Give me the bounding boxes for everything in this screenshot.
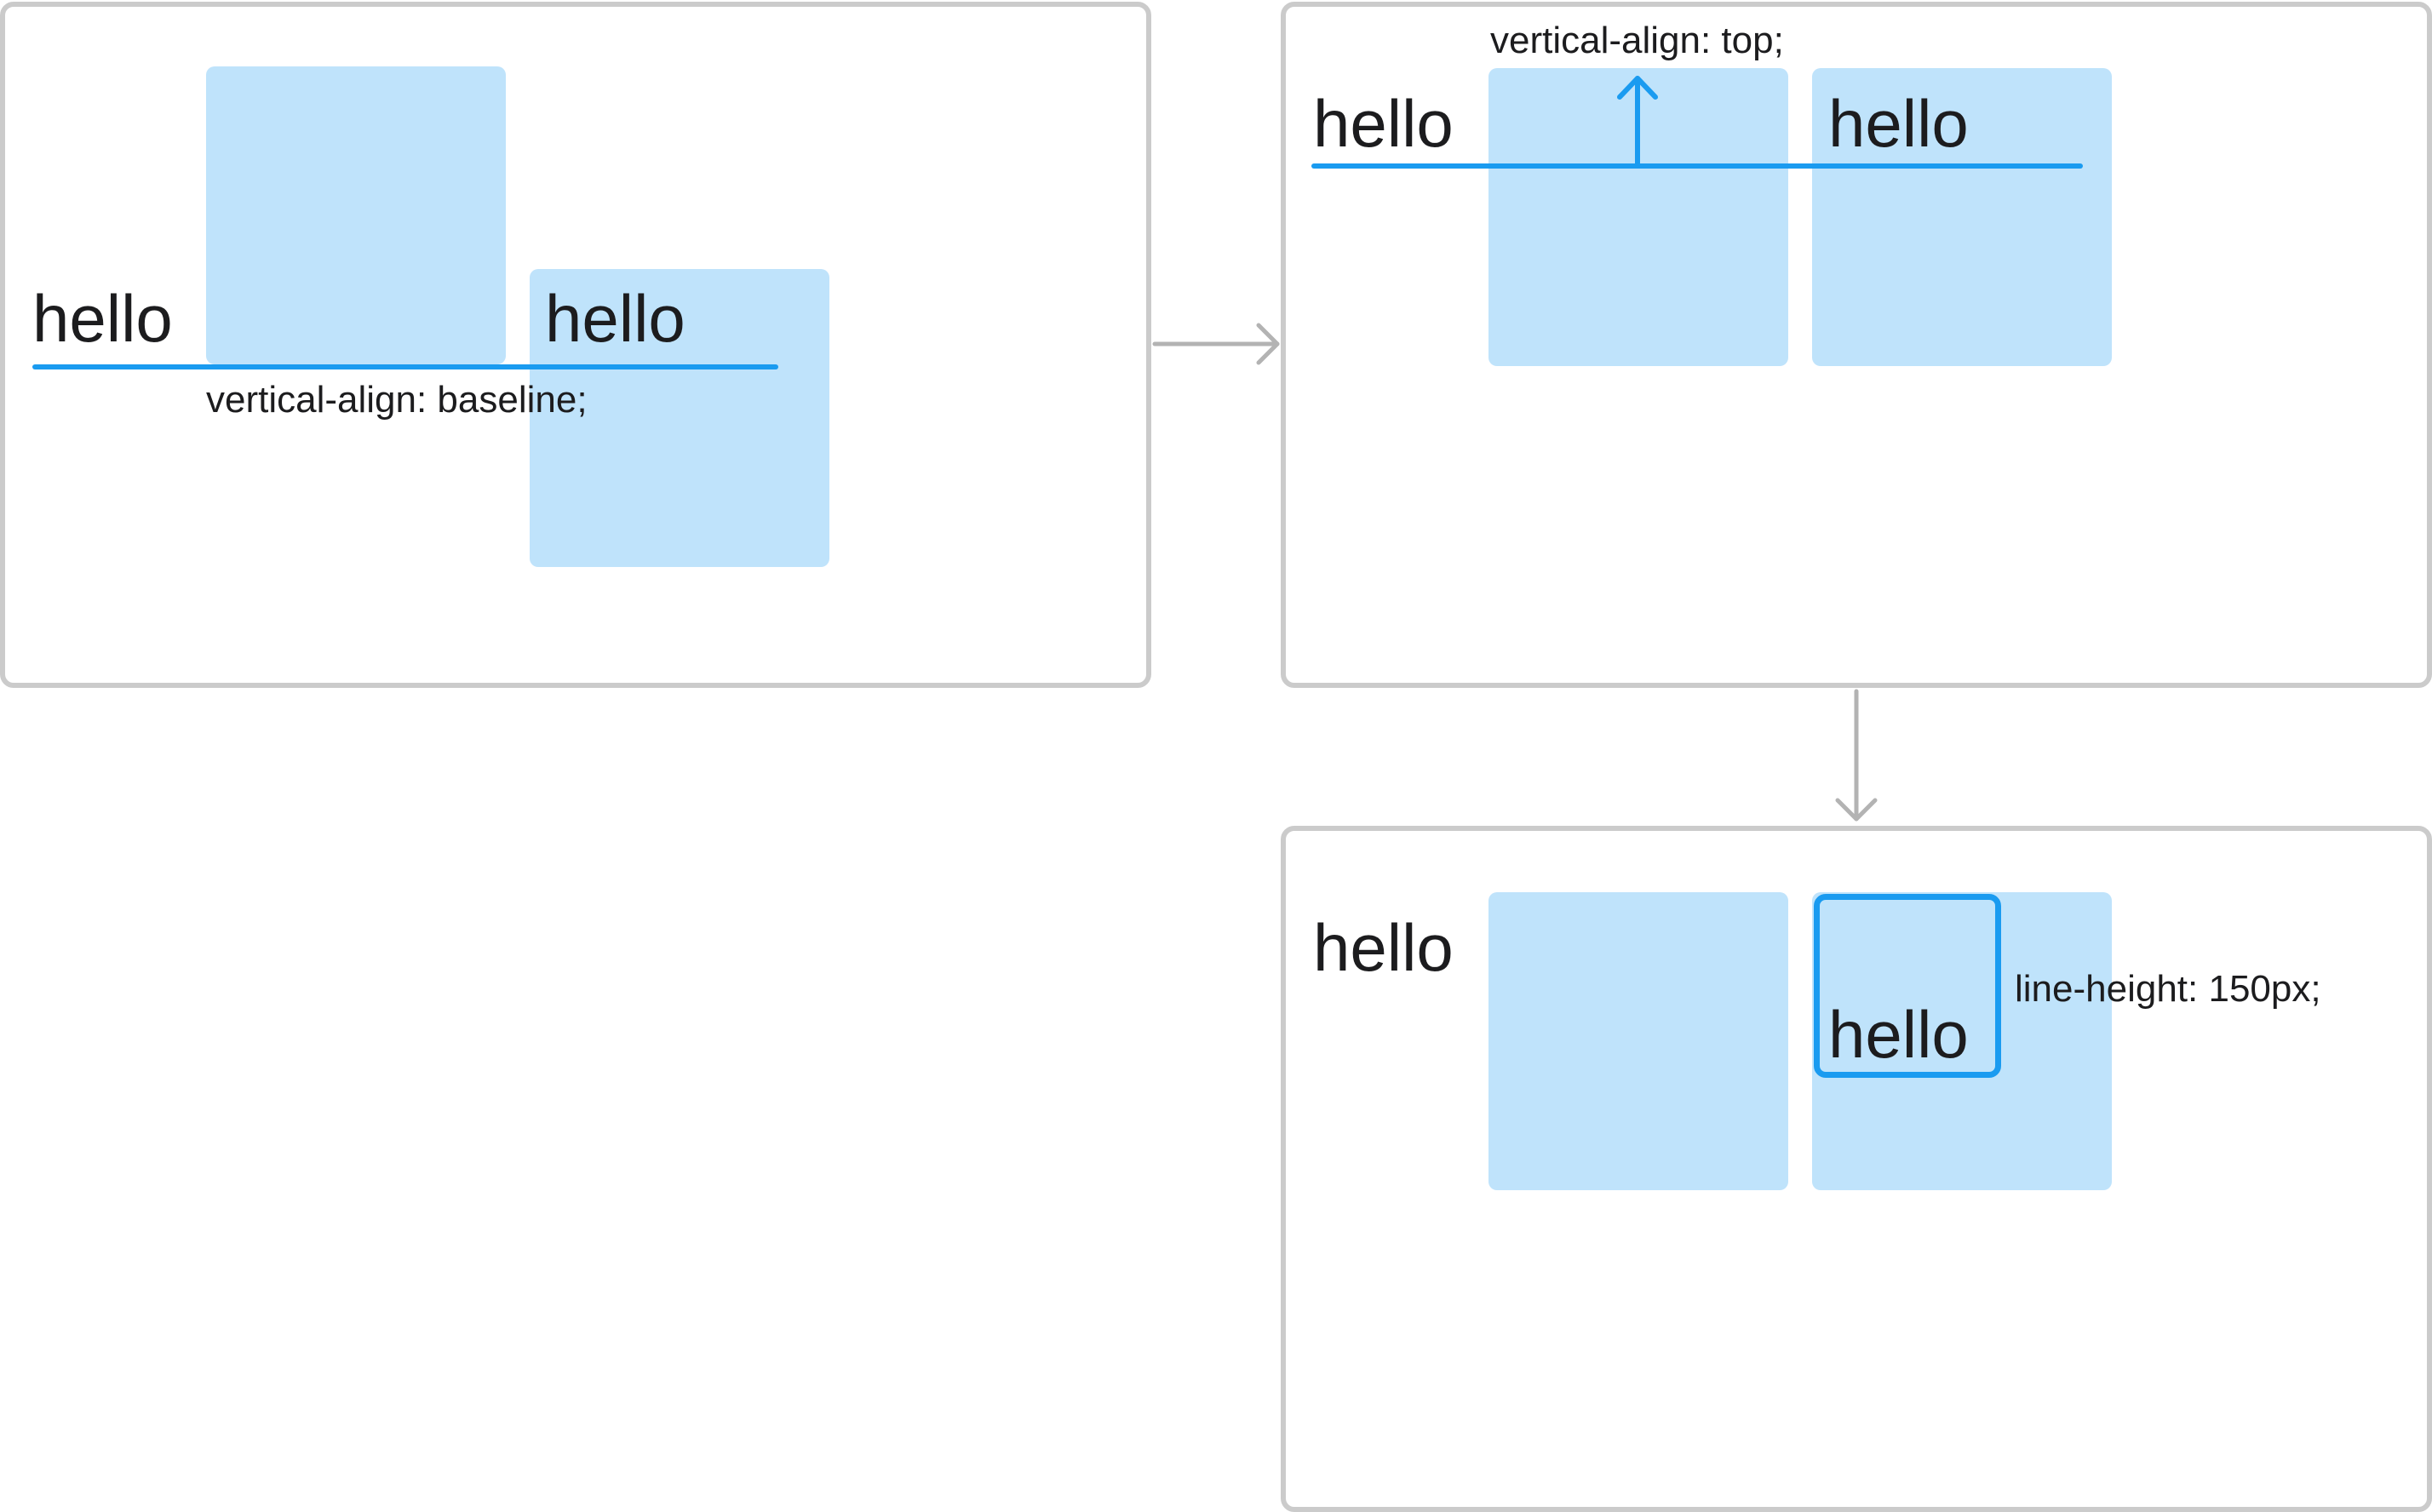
inline-block-box-right — [1812, 892, 2112, 1190]
panel-vertical-align-top: vertical-align: top; hello hello — [1281, 2, 2432, 688]
annotation-line-height: line-height: 150px; — [2015, 968, 2321, 1010]
panel-line-height: hello hello line-height: 150px; — [1281, 826, 2432, 1512]
annotation-vertical-align-baseline: vertical-align: baseline; — [206, 379, 588, 421]
arrow-down-icon — [1835, 689, 1878, 822]
panel-baseline: hello hello vertical-align: baseline; — [0, 2, 1151, 688]
annotation-vertical-align-top: vertical-align: top; — [1490, 20, 1784, 61]
inline-block-box-right — [530, 269, 829, 567]
hello-text-right: hello — [1828, 997, 1969, 1072]
baseline-line — [32, 364, 778, 369]
inline-block-box-left — [1488, 892, 1788, 1190]
hello-text-right: hello — [1828, 86, 1969, 161]
inline-block-box-right — [1812, 68, 2112, 366]
arrow-right-icon — [1152, 323, 1280, 365]
hello-text-left: hello — [1313, 86, 1454, 161]
inline-block-box-left — [206, 66, 506, 364]
baseline-line — [1311, 163, 2083, 169]
hello-text-right: hello — [545, 281, 685, 356]
arrow-up-icon — [1617, 76, 1658, 168]
hello-text-left: hello — [32, 281, 173, 356]
hello-text-left: hello — [1313, 910, 1454, 985]
line-box-highlight — [1814, 894, 2001, 1078]
